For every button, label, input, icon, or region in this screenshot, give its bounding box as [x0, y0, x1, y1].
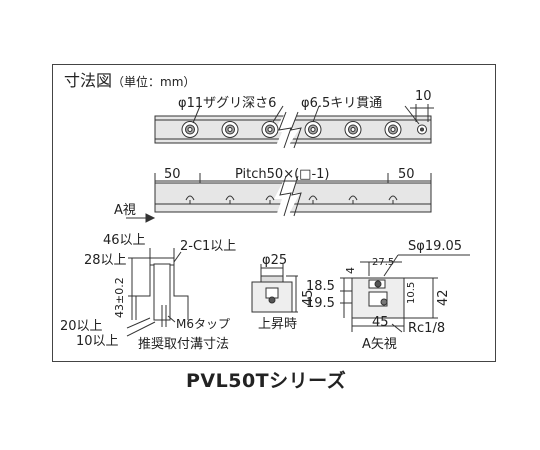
dim-20-label: 20以上: [60, 319, 103, 334]
drawing-frame: [52, 64, 496, 362]
dim-10-label: 10以上: [76, 334, 119, 349]
lift-height-label: 45: [301, 289, 316, 306]
counterbore-hole: [261, 121, 279, 138]
counterbore-hole: [221, 121, 239, 138]
dim-2c1-label: 2-C1以上: [180, 239, 236, 254]
through-hole-label: φ6.5キリ貫通: [301, 96, 382, 111]
side-right-dim: 50: [398, 167, 415, 182]
lift-caption: 上昇時: [258, 317, 297, 332]
dim-43-label: 43±0.2: [113, 277, 126, 318]
dim-46-label: 46以上: [103, 233, 146, 248]
dim-28-label: 28以上: [84, 253, 127, 268]
counterbore-label: φ11ザグリ深さ6: [178, 96, 276, 111]
a-view-caption: A矢視: [362, 337, 397, 352]
sphere-label: Sφ19.05: [408, 239, 462, 254]
dim-42-label: 42: [436, 289, 451, 306]
dim-10-5-label: 10.5: [406, 282, 417, 304]
tap-label: M6タップ: [176, 317, 230, 331]
view-a-label: A視: [114, 203, 136, 218]
drawing-title: 寸法図（単位：mm）: [64, 73, 195, 89]
lift-profile: [251, 275, 293, 313]
rc-label: Rc1/8: [408, 321, 445, 336]
lift-dia-label: φ25: [262, 253, 287, 268]
side-left-dim: 50: [164, 167, 181, 182]
counterbore-hole: [344, 121, 362, 138]
counterbore-hole: [181, 121, 199, 138]
dim-45-label: 45: [372, 315, 389, 330]
dim-18-5-label: 18.5: [306, 279, 335, 294]
a-view-profile: [351, 277, 405, 319]
groove-caption: 推奨取付溝寸法: [138, 337, 229, 352]
unit-note: （単位：mm）: [112, 75, 196, 89]
dim-19-5-label: 19.5: [306, 296, 335, 311]
counterbore-hole: [384, 121, 402, 138]
dim-27-5-label: 27.5: [372, 257, 394, 268]
pitch-label: Pitch50×(□-1): [235, 167, 329, 182]
counterbore-hole: [304, 121, 322, 138]
end-dim-label: 10: [415, 89, 432, 104]
through-hole: [417, 124, 427, 135]
series-name: PVL50Tシリーズ: [186, 370, 347, 392]
dim-4-label: 4: [344, 267, 357, 274]
title-main: 寸法図: [64, 71, 113, 90]
